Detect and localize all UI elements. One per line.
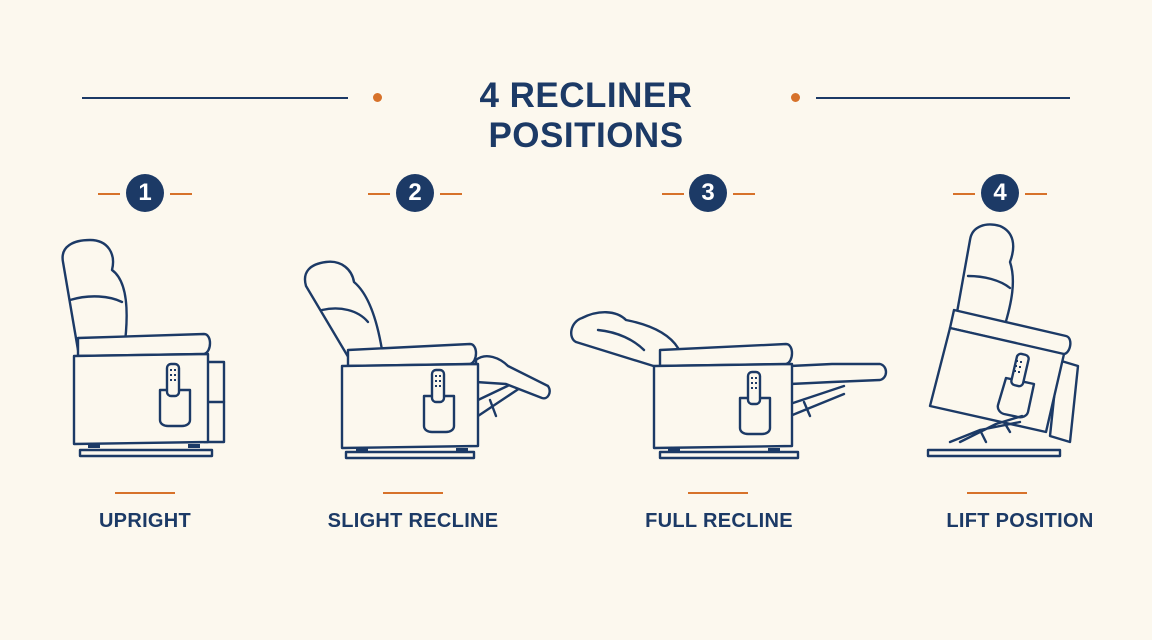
badge-dash-left — [98, 193, 120, 195]
remote-control-icon — [1010, 352, 1030, 388]
badge-dash-right — [1025, 193, 1047, 195]
position-number-badge: 2 — [396, 174, 434, 212]
position-panel-upright: 1 UPRIGHT — [30, 170, 260, 550]
position-label: FULL RECLINE — [645, 510, 793, 532]
recliner-slight-recline-icon — [303, 260, 551, 460]
label-underline — [688, 492, 748, 494]
remote-control-icon — [165, 362, 181, 398]
badge-row: 4 — [910, 174, 1110, 214]
title-left-dot — [373, 93, 382, 102]
recliner-lift-icon — [926, 223, 1080, 458]
label-underline — [967, 492, 1027, 494]
badge-dash-left — [368, 193, 390, 195]
position-label: UPRIGHT — [98, 510, 192, 532]
badge-dash-right — [170, 193, 192, 195]
recliner-full-recline-icon — [570, 311, 888, 460]
recliner-upright-icon — [61, 238, 226, 458]
position-number-badge: 1 — [126, 174, 164, 212]
label-underline — [115, 492, 175, 494]
title-left-line — [82, 97, 348, 99]
badge-dash-left — [662, 193, 684, 195]
remote-control-icon — [746, 370, 762, 406]
position-panel-full-recline: 3 FULL RECLINE — [568, 170, 888, 550]
badge-row: 1 — [30, 174, 260, 214]
label-underline — [383, 492, 443, 494]
position-label: SLIGHT RECLINE — [327, 510, 499, 532]
position-number-badge: 4 — [981, 174, 1019, 212]
title-right-line — [816, 97, 1070, 99]
title-right-dot — [791, 93, 800, 102]
position-label: LIFT POSITION — [946, 510, 1094, 532]
badge-row: 2 — [300, 174, 560, 214]
position-panel-slight-recline: 2 SLIGHT RECLINE — [300, 170, 560, 550]
badge-dash-left — [953, 193, 975, 195]
page-title: 4 RECLINER POSITIONS — [479, 76, 693, 155]
badge-row: 3 — [568, 174, 888, 214]
badge-dash-right — [733, 193, 755, 195]
title-bar: 4 RECLINER POSITIONS — [0, 70, 1152, 155]
remote-control-icon — [430, 368, 446, 404]
badge-dash-right — [440, 193, 462, 195]
position-panel-lift: 4 LIFT POSITION — [910, 170, 1110, 550]
position-number-badge: 3 — [689, 174, 727, 212]
